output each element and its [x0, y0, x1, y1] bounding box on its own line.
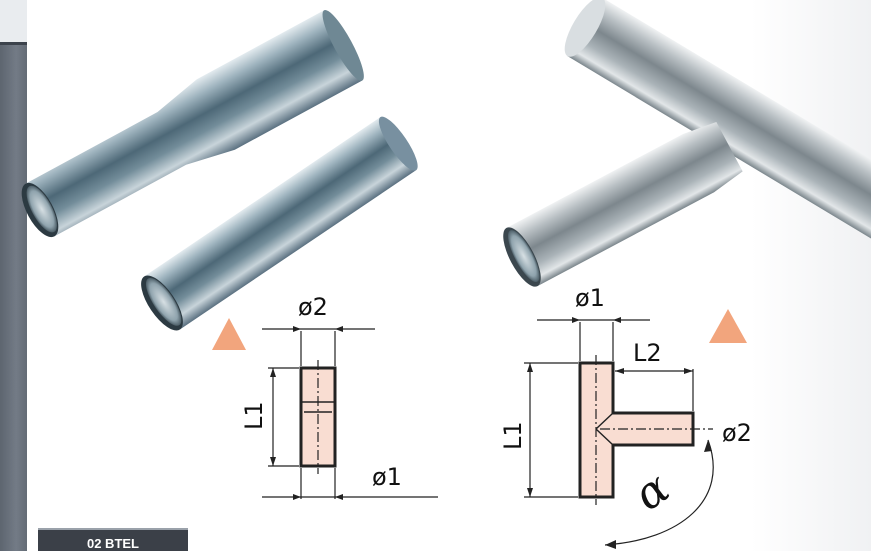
side-strip	[0, 0, 27, 551]
side-strip-cap	[0, 0, 27, 42]
tee-diameter-main-label: ø1	[575, 284, 605, 312]
reducer-pipe-photo	[21, 9, 364, 238]
warning-triangle-icon	[212, 318, 246, 350]
side-strip-divider	[0, 42, 27, 45]
reducer-diameter-top-label: ø2	[298, 293, 328, 321]
tee-angle-label: α	[625, 462, 679, 521]
product-code-tab: 02 BTEL	[38, 528, 188, 551]
tee-technical-drawing	[524, 317, 714, 549]
tee-length-label: L1	[499, 421, 527, 450]
reducer-diameter-bottom-label: ø1	[372, 463, 402, 491]
reducer-length-label: L1	[240, 401, 268, 430]
tee-diameter-branch-label: ø2	[722, 419, 752, 447]
tee-branch-length-label: L2	[633, 339, 662, 367]
straight-pipe-photo	[141, 116, 418, 331]
background-fade	[751, 0, 871, 551]
warning-triangle-icon	[709, 309, 747, 343]
reducer-technical-drawing	[262, 326, 438, 500]
tee-fitting-photo	[503, 0, 871, 287]
